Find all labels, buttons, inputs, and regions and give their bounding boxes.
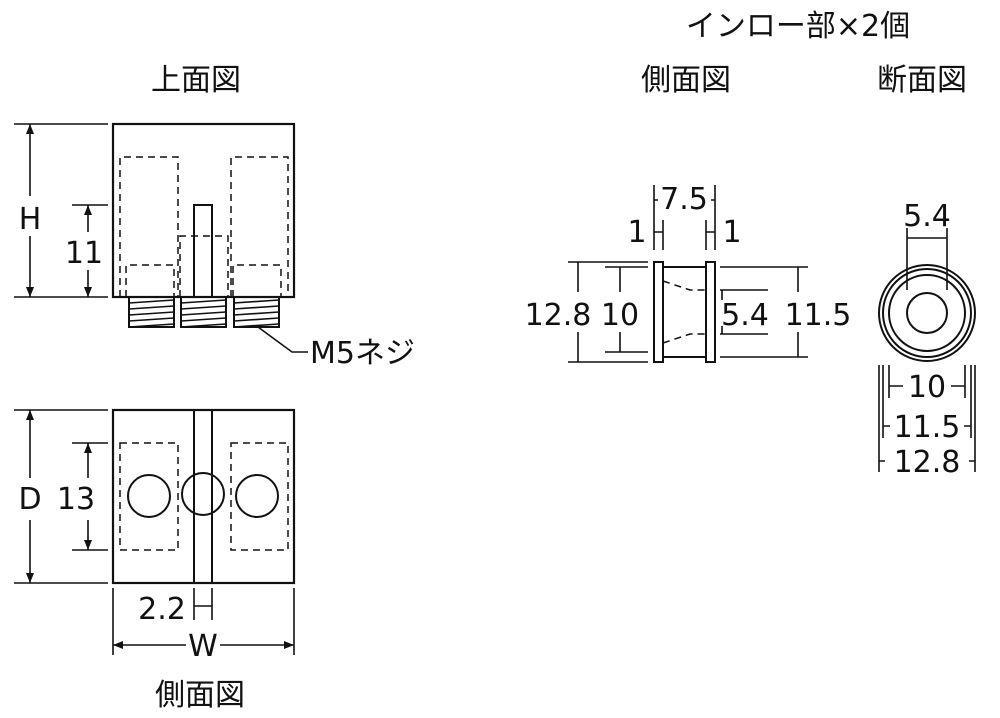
dim-54-label: 5.4 xyxy=(721,298,769,333)
dim-54-lines xyxy=(720,289,768,335)
dim-22-label: 2.2 xyxy=(138,592,186,627)
ring-128 xyxy=(878,264,976,362)
side-view-title: 側面図 xyxy=(155,678,245,713)
spigot-hidden-bore xyxy=(662,280,706,344)
side-view-body xyxy=(111,408,296,585)
screw-right xyxy=(233,296,280,328)
dim-w-lines xyxy=(112,588,295,655)
spigot-header-title: インロー部×2個 xyxy=(686,9,910,44)
dim-128-lines xyxy=(568,261,648,363)
spigot-side-title: 側面図 xyxy=(641,63,731,98)
hole-left xyxy=(127,474,171,518)
spigot-flange-right xyxy=(705,261,716,363)
side-slot xyxy=(193,410,213,583)
hidden-thread-left xyxy=(125,264,175,297)
hidden-bore-right xyxy=(230,156,289,297)
dim-sec-10-label: 10 xyxy=(908,370,946,405)
hole-center xyxy=(181,472,225,516)
screw-label: M5ネジ xyxy=(310,336,415,371)
ring-10 xyxy=(888,274,966,352)
top-view-body xyxy=(111,122,296,299)
dim-d-label: D xyxy=(18,482,41,517)
screw-center xyxy=(180,296,227,328)
dim-75-lines xyxy=(653,185,716,250)
hidden-bore-left xyxy=(119,156,179,297)
top-view-title: 上面図 xyxy=(151,63,241,98)
dim-128-label: 12.8 xyxy=(525,298,592,333)
dim-115-label: 11.5 xyxy=(785,298,852,333)
dim-10-label: 10 xyxy=(601,298,639,333)
dim-1-left-label: 1 xyxy=(627,215,646,250)
spigot-section-view: 5.4 10 11.5 12.8 xyxy=(878,199,976,480)
dim-11-label: 11 xyxy=(65,236,103,271)
hidden-pocket-left xyxy=(119,442,179,551)
center-slot xyxy=(193,204,213,298)
dim-sec-54-lines xyxy=(906,228,948,290)
dim-w-label: W xyxy=(188,629,218,664)
hidden-thread-center xyxy=(179,235,229,297)
dim-h-label: H xyxy=(19,202,42,237)
dim-sec-ext-lines xyxy=(878,365,976,472)
hidden-pocket-right xyxy=(230,442,289,551)
dim-10-lines xyxy=(605,266,648,353)
side-view: D 13 2.2 W xyxy=(14,408,296,664)
spigot-section-title: 断面図 xyxy=(877,63,967,98)
spigot-side-view: 7.5 1 1 12.8 10 5.4 11.5 xyxy=(525,182,852,363)
dim-sec-128-label: 12.8 xyxy=(894,445,961,480)
screw-left xyxy=(128,296,175,328)
dim-13-label: 13 xyxy=(57,482,95,517)
screw-leader-line xyxy=(257,326,308,353)
dim-sec-115-label: 11.5 xyxy=(894,410,961,445)
dim-d-lines xyxy=(14,409,108,584)
dim-sec-54-label: 5.4 xyxy=(903,199,951,234)
dim-h-lines xyxy=(14,123,108,298)
dim-13-lines xyxy=(72,442,108,551)
dim-1-lines xyxy=(654,220,715,250)
dim-22-lines xyxy=(193,588,213,620)
spigot-body xyxy=(663,266,706,358)
dim-1-right-label: 1 xyxy=(722,215,741,250)
ring-54 xyxy=(906,292,948,334)
dim-75-label: 7.5 xyxy=(660,182,708,217)
top-view: M5ネジ H 11 xyxy=(14,122,415,371)
hidden-thread-right xyxy=(232,264,282,297)
hole-right xyxy=(235,474,279,518)
ring-115 xyxy=(882,268,972,358)
spigot-flange-left xyxy=(653,261,664,363)
dim-115-lines xyxy=(720,266,808,358)
